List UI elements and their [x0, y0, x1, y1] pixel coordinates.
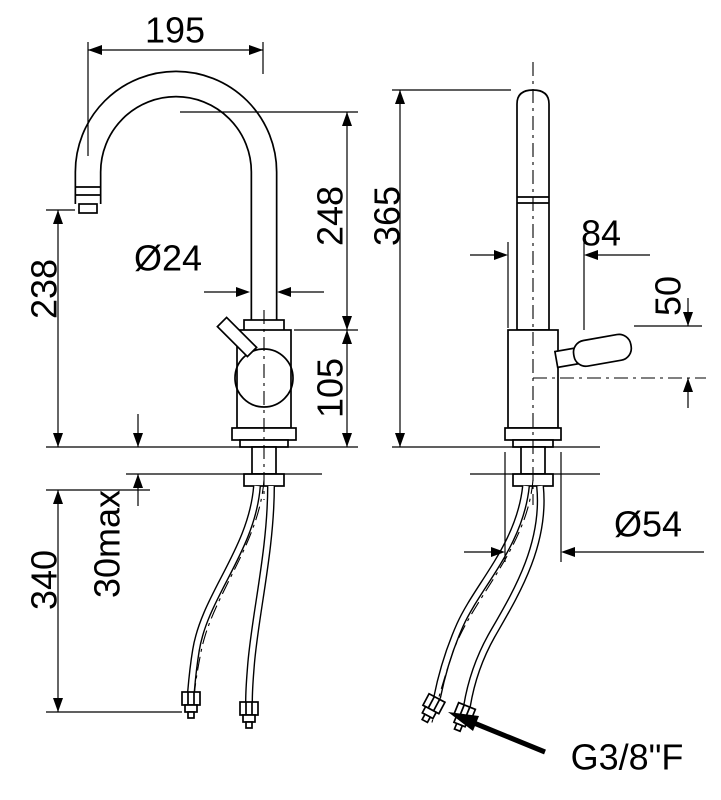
dim-label-spout-height: 248 [310, 186, 351, 246]
arrowhead [53, 210, 63, 224]
connector-collar [184, 704, 198, 713]
dim-label-body-height: 105 [310, 358, 351, 418]
arrowhead [561, 547, 575, 557]
dim-outlet-height: 238 [24, 209, 75, 447]
arrowhead [683, 312, 693, 326]
dim-spout-reach: 195 [87, 10, 264, 156]
arrowhead [584, 250, 598, 260]
hose-right-front-inner [246, 485, 274, 703]
nut-facet [427, 696, 436, 709]
arrowhead [133, 433, 143, 447]
dim-label-spout-reach: 195 [145, 10, 205, 51]
arrowhead [342, 330, 352, 344]
connector-collar [242, 714, 256, 723]
hose-connector [420, 692, 447, 724]
connector-tip [187, 711, 195, 719]
arrowhead [342, 433, 352, 447]
dim-label-hose-length: 340 [24, 550, 65, 610]
dim-label-deck-thickness: 30max [87, 490, 128, 598]
arrowhead [342, 112, 352, 126]
dim-base-diameter: Ø54 [464, 452, 704, 562]
dim-label-base-dia: Ø54 [614, 504, 682, 545]
handle-front [216, 316, 258, 358]
dim-hose-length: 340 [24, 489, 182, 713]
dim-deck-thickness: 30max [87, 414, 143, 598]
front-view [74, 70, 297, 729]
connector-nut [181, 691, 201, 706]
dim-handle-reach: 84 [470, 213, 650, 330]
arrowhead [342, 316, 352, 330]
hose-right-side-inner [464, 485, 544, 707]
handle-lever [572, 333, 633, 368]
dim-handle-rise: 50 [634, 276, 702, 408]
callout-thread: G3/8"F [448, 712, 683, 778]
connector-tip [245, 721, 253, 729]
hose-left-front-inner [188, 485, 260, 693]
arrowhead [494, 250, 508, 260]
arrowhead [88, 45, 102, 55]
arrowhead [395, 90, 405, 104]
arrowhead [53, 698, 63, 712]
arrowhead [277, 287, 291, 297]
spout-inner [76, 72, 276, 334]
hose-centerline-side [430, 479, 534, 727]
callout-label-thread: G3/8"F [571, 737, 684, 778]
hose-connector [181, 691, 201, 719]
hose-centerline-front [192, 479, 265, 713]
handle-side [553, 333, 633, 369]
leader-arrowhead [448, 712, 479, 731]
hose-left-side-inner [434, 485, 529, 699]
nut-facet [432, 699, 441, 712]
arrowhead [491, 547, 505, 557]
hose-connector [239, 701, 259, 729]
arrowhead [133, 474, 143, 488]
dim-spout-height: 248 [180, 111, 358, 447]
connector-tip [420, 713, 432, 724]
dim-label-outlet-height: 238 [24, 259, 65, 319]
hose-left-front [187, 485, 261, 693]
dim-body-height: 105 [310, 330, 352, 447]
arrowhead [53, 490, 63, 504]
arrowhead [249, 45, 263, 55]
dim-total-height: 365 [367, 89, 511, 447]
dim-spout-diameter: Ø24 [134, 238, 324, 297]
arrowhead [395, 433, 405, 447]
dim-label-handle-reach: 84 [581, 213, 621, 254]
aerator-tip [78, 203, 98, 214]
arrowhead [236, 287, 250, 297]
arrowhead [683, 378, 693, 392]
side-view [420, 62, 706, 733]
arrowhead [53, 433, 63, 447]
connector-tip [453, 722, 464, 733]
leader-line [473, 720, 546, 755]
connector-nut [239, 701, 259, 716]
dim-label-total-height: 365 [367, 186, 408, 246]
dim-label-handle-rise: 50 [648, 276, 689, 316]
deck-lines [46, 446, 600, 475]
dim-label-spout-dia: Ø24 [134, 238, 202, 279]
dimensions: 195 Ø24 248 105 [24, 10, 704, 778]
